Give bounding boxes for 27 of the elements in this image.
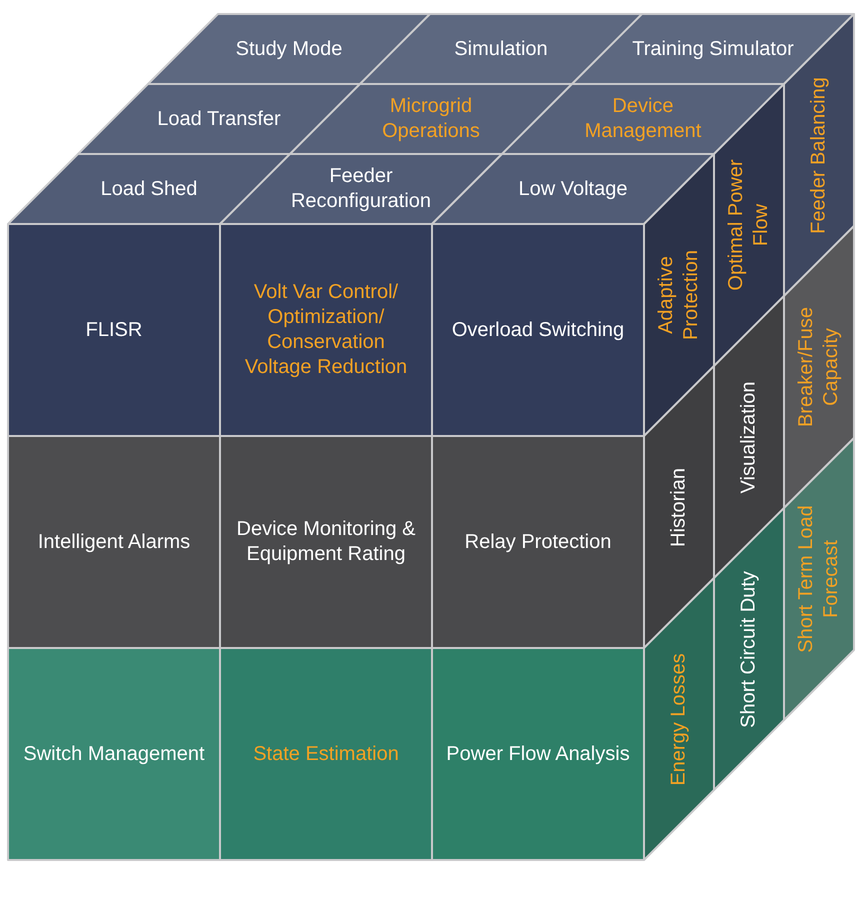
cell-label: Microgrid Operations xyxy=(381,94,481,144)
cell-label: State Estimation xyxy=(252,742,400,766)
cell-label: Low Voltage xyxy=(518,176,628,202)
cell-label: Breaker/Fuse Capacity xyxy=(794,306,843,430)
cell-label: Load Transfer xyxy=(156,106,282,132)
cell-label: Volt Var Control/ Optimization/ Conservation Voltage Reduction xyxy=(244,280,408,380)
cell-label: Short Term Load Forecast xyxy=(794,504,843,655)
cell-label: Load Shed xyxy=(100,176,198,202)
cell-label: Simulation xyxy=(453,36,549,62)
cell-label: Relay Protection xyxy=(464,530,612,554)
cell-label: Adaptive Protection xyxy=(654,248,703,342)
cell-label: Feeder Reconfiguration xyxy=(290,164,432,214)
cell-label: Historian xyxy=(666,466,690,548)
cell-label: Feeder Balancing xyxy=(806,76,830,236)
cell-label: Optimal Power Flow xyxy=(724,158,773,293)
cell-label: Short Circuit Duty xyxy=(736,570,760,730)
cell-label: Device Management xyxy=(584,94,702,144)
cell-label: Power Flow Analysis xyxy=(446,742,630,766)
cell-label: Overload Switching xyxy=(450,318,626,342)
cell-label: Intelligent Alarms xyxy=(36,530,192,554)
cell-label: Training Simulator xyxy=(631,36,795,62)
cell-label: Visualization xyxy=(736,380,760,496)
cell-label: Device Monitoring & Equipment Rating xyxy=(236,517,416,567)
cell-label: FLISR xyxy=(84,318,144,342)
cell-label: Switch Management xyxy=(22,742,206,766)
cell-label: Study Mode xyxy=(234,36,344,62)
cell-label: Energy Losses xyxy=(666,652,690,788)
